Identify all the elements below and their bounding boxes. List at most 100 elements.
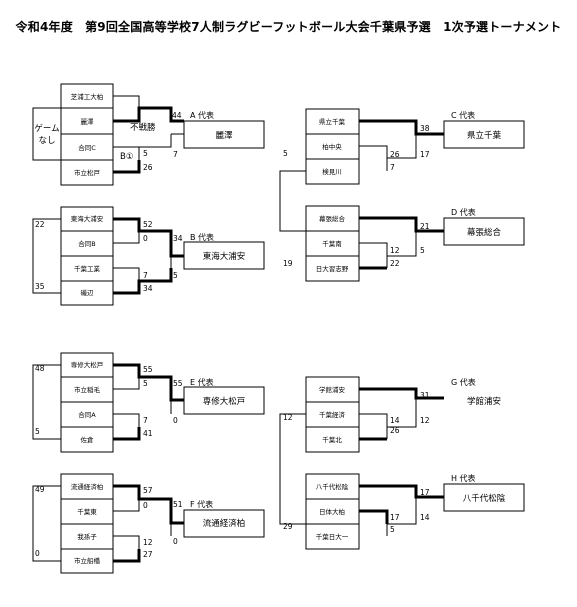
winner-path [113, 268, 173, 295]
team-name: 柏中央 [322, 142, 342, 151]
score: 51 [173, 500, 183, 509]
score: 55 [143, 365, 153, 374]
winner-path [113, 549, 141, 563]
winner-name: 八千代松陰 [463, 493, 506, 504]
team-name: 日大習志野 [316, 264, 349, 273]
team-name: 千葉経済 [319, 410, 346, 419]
team-name: 佐倉 [81, 435, 95, 444]
team-name: 千葉北 [322, 435, 342, 444]
bracket-line [279, 170, 306, 232]
score: 5 [143, 379, 148, 388]
bracket-line [113, 267, 140, 281]
score: 14 [420, 513, 430, 522]
bracket-line [32, 218, 61, 294]
score: 12 [420, 416, 430, 425]
team-name: 市立船橋 [74, 556, 101, 565]
score: 12 [390, 246, 400, 255]
winner-name: 専修大松戸 [203, 396, 246, 407]
team-name: 合同B [78, 239, 95, 248]
score: 14 [390, 416, 400, 425]
score: 12 [143, 538, 153, 547]
bracket-line [32, 485, 61, 562]
score: 44 [172, 111, 182, 120]
score: 55 [173, 379, 183, 388]
score: 5 [283, 149, 288, 158]
winner-path [359, 387, 444, 400]
score: 7 [173, 150, 178, 159]
winner-path [113, 484, 184, 525]
winner-box [183, 120, 265, 149]
bracket-line [279, 413, 306, 525]
score: 34 [143, 284, 153, 293]
team-name: 学館浦安 [319, 385, 346, 394]
representative-label: A 代表 [190, 110, 214, 120]
bracket-line [113, 413, 140, 427]
team-name: 市立稲毛 [74, 385, 101, 394]
winner-path [113, 160, 141, 174]
score: 22 [35, 220, 45, 229]
score: 0 [173, 537, 178, 546]
bracket-line [113, 535, 140, 549]
winner-path [113, 363, 184, 402]
team-name: 検見川 [322, 167, 342, 176]
winner-name: 麗澤 [215, 130, 233, 141]
bracket-line [387, 389, 417, 428]
score: 21 [420, 222, 430, 231]
score: 5 [390, 525, 395, 534]
winner-path [113, 217, 184, 258]
bracket-line [113, 499, 140, 512]
score: 22 [390, 259, 400, 268]
team-name: 千葉工業 [74, 264, 101, 273]
team-name: 合同C [78, 143, 96, 152]
team-name: 千葉東 [77, 507, 97, 516]
score: 5 [35, 427, 40, 436]
representative-label: F 代表 [190, 499, 213, 509]
team-name: 八千代松陰 [316, 482, 349, 491]
score: 0 [35, 549, 40, 558]
winner-path [113, 106, 184, 123]
score: 26 [390, 426, 400, 435]
winner-name: 東海大浦安 [203, 251, 246, 262]
score: 0 [173, 416, 178, 425]
bracket-line [113, 95, 140, 108]
score: 35 [35, 282, 45, 291]
winner-path [359, 484, 444, 499]
representative-label: C 代表 [451, 110, 475, 120]
score: 12 [283, 413, 293, 422]
bracket-line [113, 231, 140, 244]
representative-label: H 代表 [451, 473, 476, 483]
score: 34 [173, 234, 183, 243]
bracket-line [387, 486, 417, 525]
score: 5 [420, 246, 425, 255]
representative-label: E 代表 [190, 377, 214, 387]
score: 26 [143, 163, 153, 172]
representative-label: B 代表 [190, 232, 214, 242]
no-game-label: なし [38, 136, 55, 146]
score: 17 [390, 513, 400, 522]
score: 0 [143, 234, 148, 243]
team-name: 市立松戸 [74, 168, 101, 177]
score: 5 [173, 271, 178, 280]
score: 17 [420, 150, 430, 159]
winner-name: 県立千葉 [467, 130, 502, 141]
score: 7 [390, 163, 395, 172]
score: 26 [390, 150, 400, 159]
match-label: B① [120, 152, 133, 162]
page-title: 令和4年度 第9回全国高等学校7人制ラグビーフットボール大会千葉県予選 1次予選… [15, 20, 562, 34]
score: 49 [35, 485, 45, 494]
winner-name: 流通経済柏 [203, 518, 246, 529]
score: 19 [283, 259, 293, 268]
winner-name: 学館浦安 [467, 396, 501, 407]
winner-path [359, 119, 444, 136]
team-name: 東海大浦安 [71, 214, 104, 223]
score: 29 [283, 522, 293, 531]
team-name: 合同A [78, 410, 96, 419]
score: 27 [143, 550, 153, 559]
team-name: 芝浦工大柏 [71, 92, 104, 101]
bracket-line [359, 145, 388, 171]
team-name: 県立千葉 [319, 117, 346, 126]
team-name: 専修大松戸 [71, 360, 104, 369]
score: 5 [143, 149, 148, 158]
score: 31 [420, 391, 430, 400]
score: 57 [143, 486, 153, 495]
